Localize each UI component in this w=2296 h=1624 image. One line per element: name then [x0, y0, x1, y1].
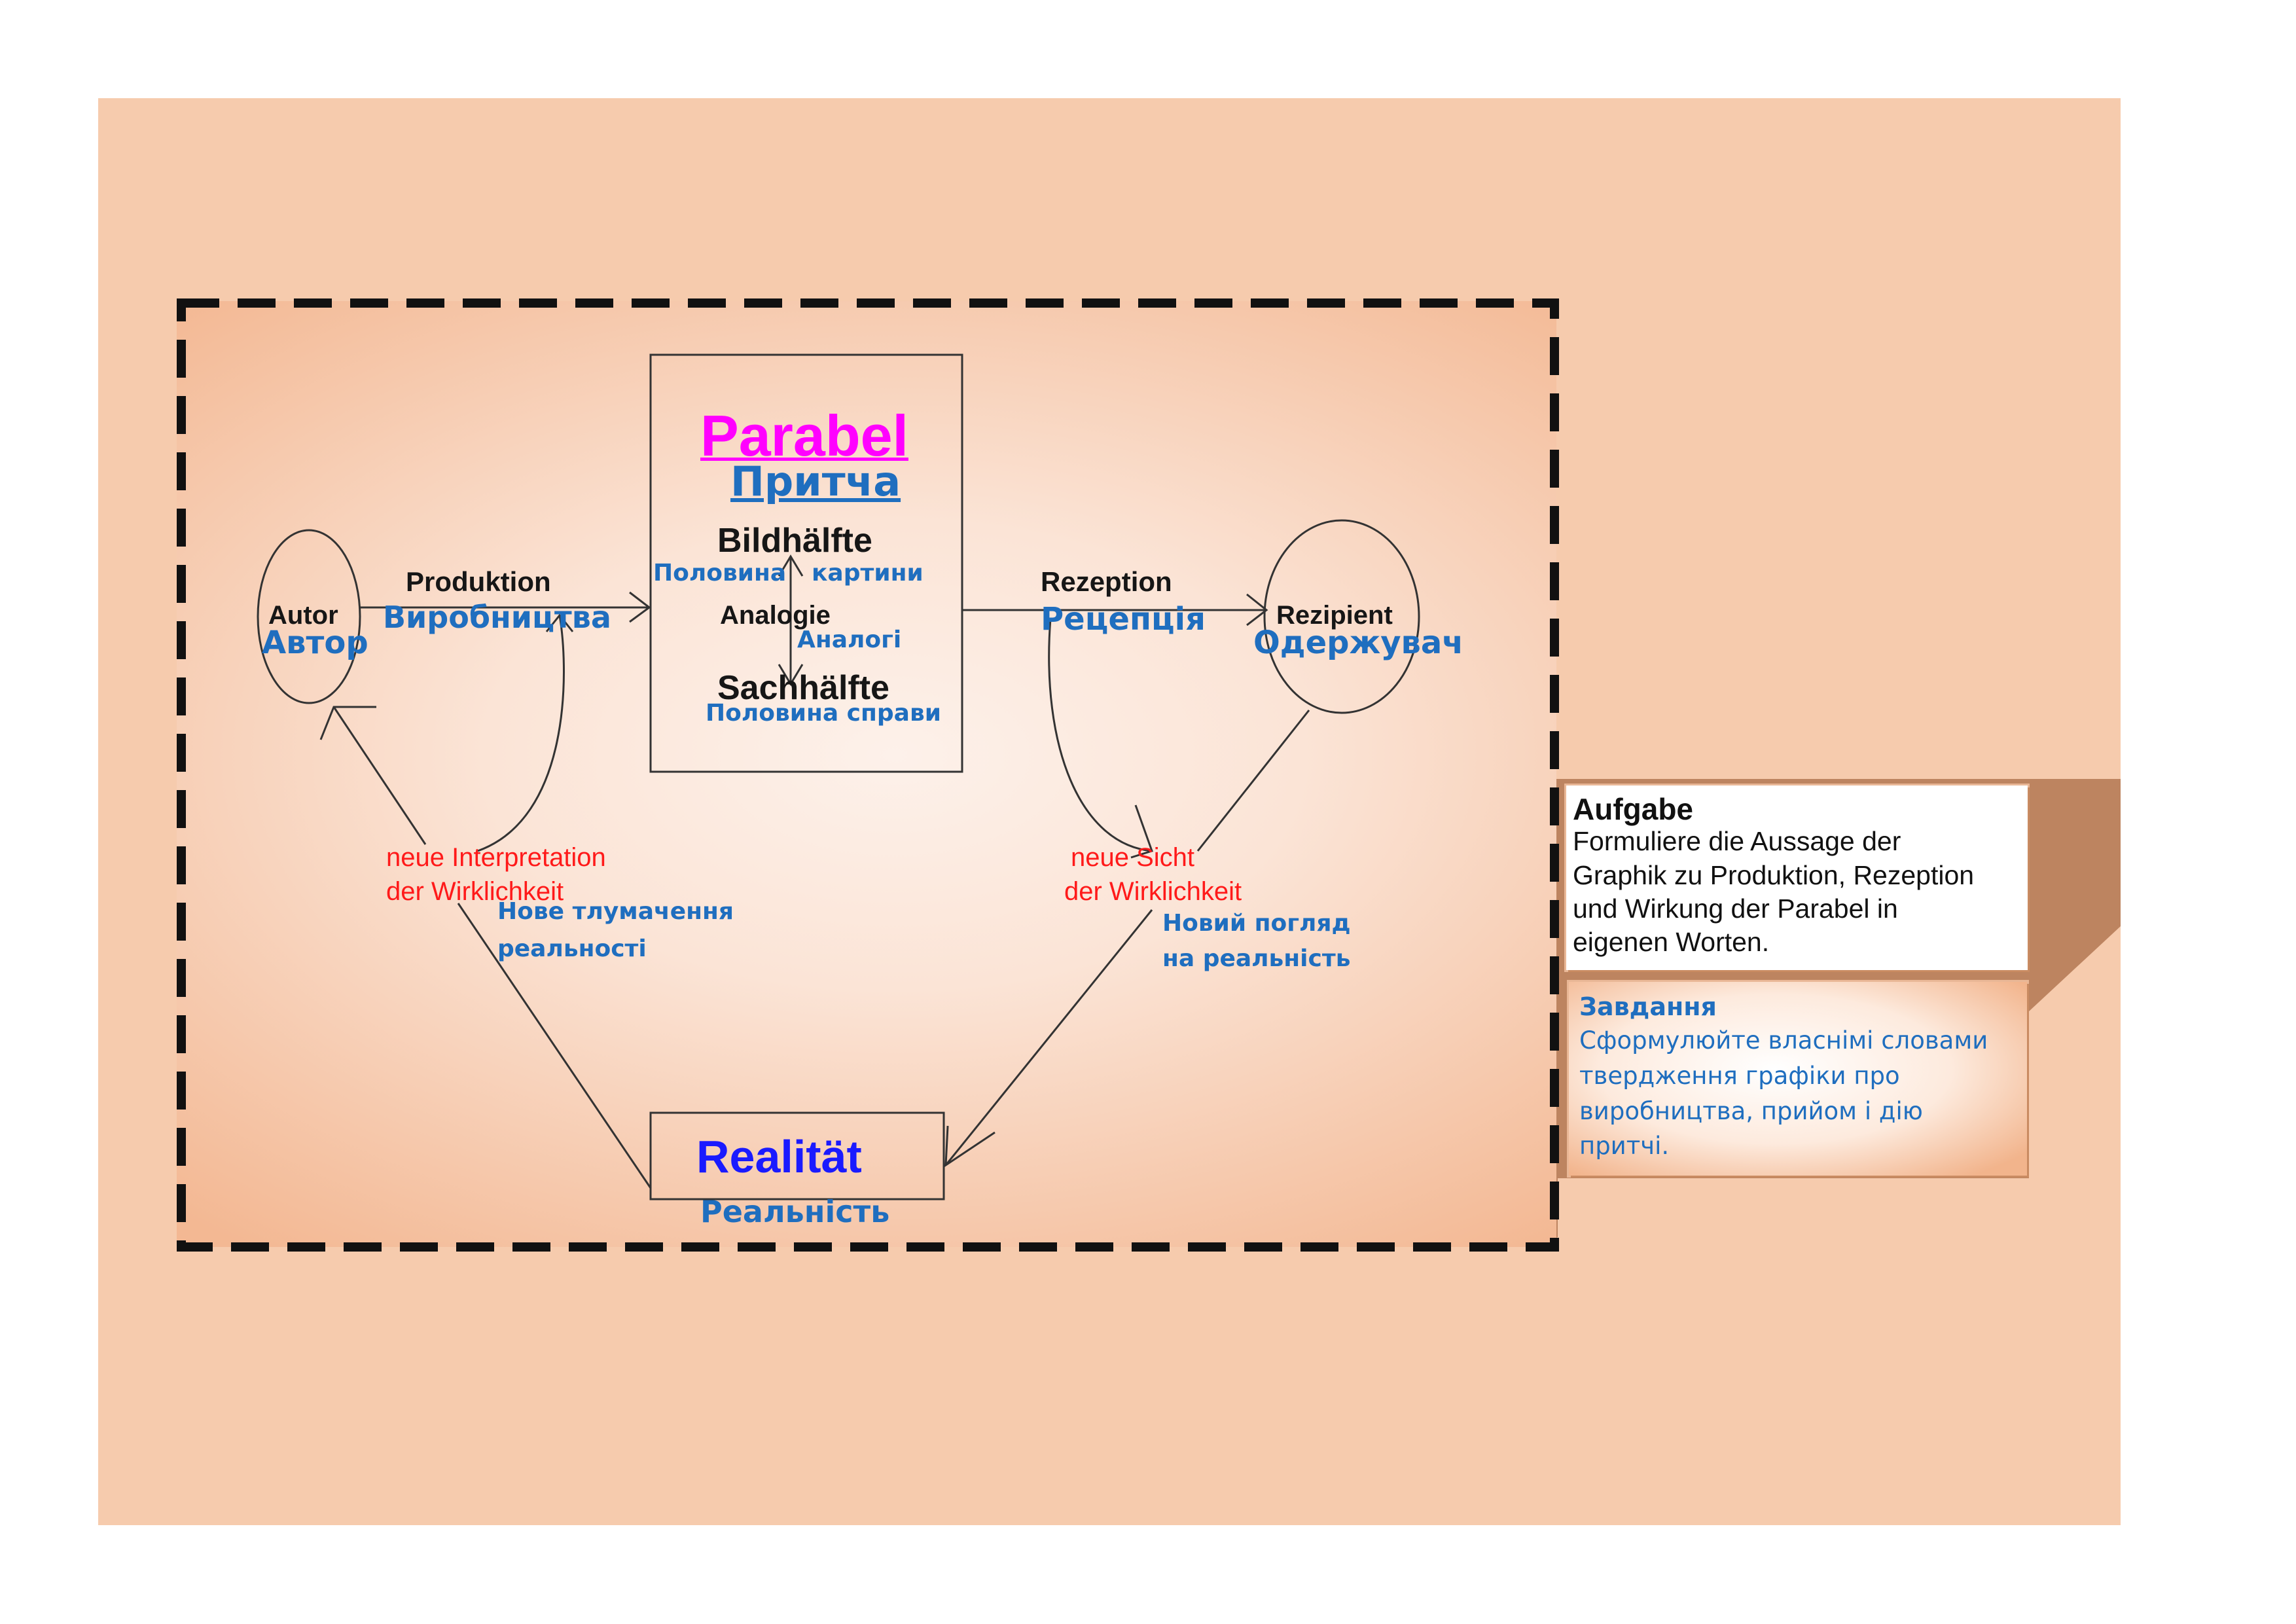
- interpretation-line2: der Wirklichkeit: [386, 877, 564, 906]
- reality-box: [649, 1111, 945, 1200]
- author-label-uk: Автор: [262, 624, 368, 661]
- diagram-area: [177, 301, 1556, 1247]
- subject-half-uk: Половина справи: [706, 700, 941, 727]
- parabel-box: [649, 353, 963, 773]
- view-uk-2: на реальність: [1162, 945, 1351, 972]
- task-box-uk: Завдання Сформулюйте власнімі словами тв…: [1569, 982, 2027, 1176]
- interpretation-line1: neue Interpretation: [386, 843, 606, 872]
- recipient-ellipse: [1263, 519, 1420, 714]
- production-label-uk: Виробництва: [383, 600, 611, 635]
- parabel-title: Parabel: [700, 403, 908, 468]
- production-label: Produktion: [406, 566, 551, 597]
- reception-label-uk: Рецепція: [1041, 601, 1206, 638]
- view-curve: [1048, 618, 1153, 852]
- task-de-line1: Formuliere die Aussage der: [1573, 826, 1901, 857]
- analogy-label: Analogie: [720, 601, 831, 630]
- task-box-de: Aufgabe Formuliere die Aussage der Graph…: [1566, 785, 2028, 970]
- subject-half-label: Sachhälfte: [717, 669, 889, 707]
- task-de-line4: eigenen Worten.: [1573, 927, 1770, 958]
- interpretation-uk-1: Нове тлумачення: [497, 898, 734, 925]
- view-line1: neue Sicht: [1071, 843, 1195, 872]
- analogy-uk: Аналогі: [797, 626, 902, 653]
- view-line2: der Wirklichkeit: [1064, 877, 1242, 906]
- image-half-uk-2: картини: [812, 560, 924, 586]
- image-half-uk-1: Половина: [653, 560, 787, 586]
- recipient-to-view: [1196, 710, 1310, 852]
- reality-label-uk: Реальність: [700, 1194, 890, 1229]
- author-label: Autor: [268, 601, 338, 630]
- task-uk-line2: твердження графіки про: [1579, 1062, 1900, 1091]
- task-de-line3: und Wirkung der Parabel in: [1573, 893, 1898, 924]
- task-uk-line4: притчі.: [1579, 1132, 1670, 1161]
- task-uk-line1: Сформулюйте власнімі словами: [1579, 1026, 1988, 1055]
- image-half-label: Bildhälfte: [717, 522, 872, 560]
- reality-label: Realität: [696, 1131, 862, 1182]
- interpretation-uk-2: реальності: [497, 935, 647, 962]
- task-de-title: Aufgabe: [1573, 792, 1693, 826]
- dashed-frame: [177, 298, 1559, 1252]
- task-de-line2: Graphik zu Produktion, Rezeption: [1573, 859, 1975, 890]
- view-uk-1: Новий погляд: [1162, 910, 1351, 937]
- recipient-label: Rezipient: [1276, 601, 1393, 630]
- task-uk-line3: виробництва, прийом і дію: [1579, 1096, 1923, 1125]
- view-to-reality-arrow: [944, 909, 1153, 1166]
- reality-to-interpretation: [457, 903, 652, 1189]
- author-ellipse: [257, 529, 361, 704]
- interpretation-to-author: [332, 706, 427, 845]
- recipient-label-uk: Одержувач: [1253, 624, 1464, 661]
- reception-label: Rezeption: [1041, 566, 1172, 597]
- parabel-title-uk: Притча: [730, 458, 901, 505]
- task-uk-title: Завдання: [1579, 992, 1717, 1021]
- interpretation-curve: [477, 615, 565, 852]
